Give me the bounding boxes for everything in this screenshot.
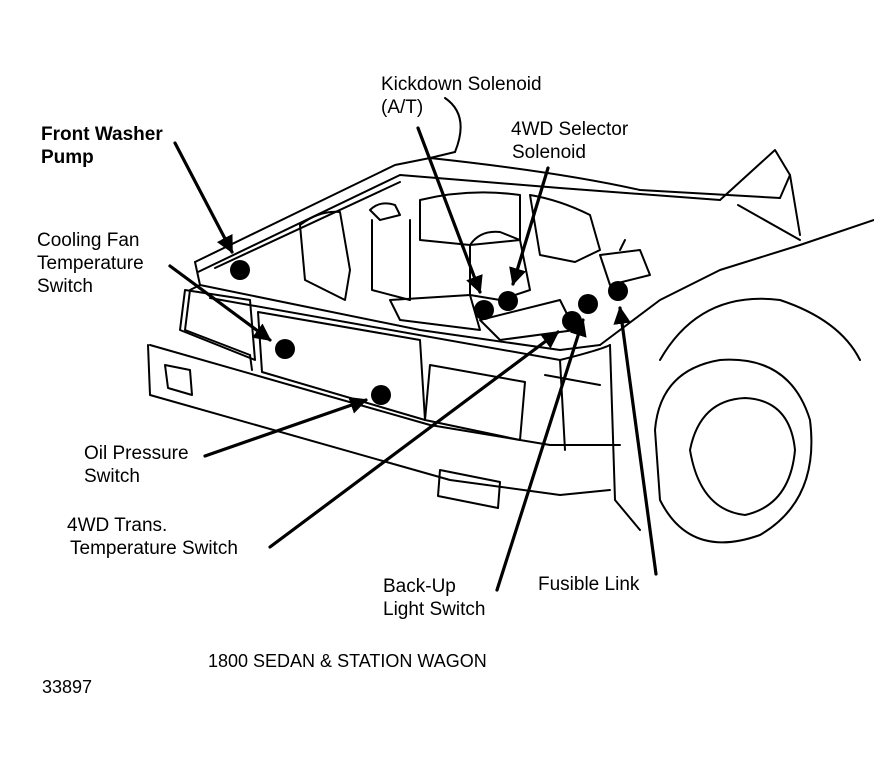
- arrow-trans-temp: [268, 330, 560, 549]
- arrow-kickdown: [416, 126, 483, 294]
- oil-pressure-switch-dot: [371, 385, 391, 405]
- figure-number: 33897: [42, 677, 93, 697]
- label-kickdown-solenoid: Kickdown Solenoid (A/T): [381, 74, 542, 118]
- arrow-4wd-selector: [509, 166, 550, 286]
- label-4wd-selector-solenoid: 4WD Selector Solenoid: [511, 119, 629, 163]
- cooling-fan-switch-dot: [275, 339, 295, 359]
- label-cooling-fan-temperature-switch: Cooling Fan Temperature Switch: [37, 230, 144, 297]
- arrow-fusible-link: [613, 306, 658, 576]
- figure-caption: 1800 SEDAN & STATION WAGON: [208, 651, 487, 671]
- backup-light-switch-dot: [578, 294, 598, 314]
- label-backup-light-switch: Back-Up Light Switch: [383, 576, 486, 620]
- label-front-washer-pump: Front Washer Pump: [41, 124, 163, 168]
- label-oil-pressure-switch: Oil Pressure Switch: [84, 443, 189, 487]
- front-washer-pump-dot: [230, 260, 250, 280]
- arrow-backup-light: [495, 318, 587, 592]
- arrow-oil-pressure: [203, 396, 368, 458]
- label-fusible-link: Fusible Link: [538, 574, 640, 595]
- car-outline: [147, 97, 874, 544]
- arrow-front-washer-pump: [173, 141, 234, 254]
- label-4wd-trans-temperature-switch: 4WD Trans. Temperature Switch: [67, 515, 238, 559]
- selector-solenoid-dot: [498, 291, 518, 311]
- arrow-cooling-fan: [168, 264, 272, 342]
- kickdown-solenoid-dot: [474, 300, 494, 320]
- fusible-link-dot: [608, 281, 628, 301]
